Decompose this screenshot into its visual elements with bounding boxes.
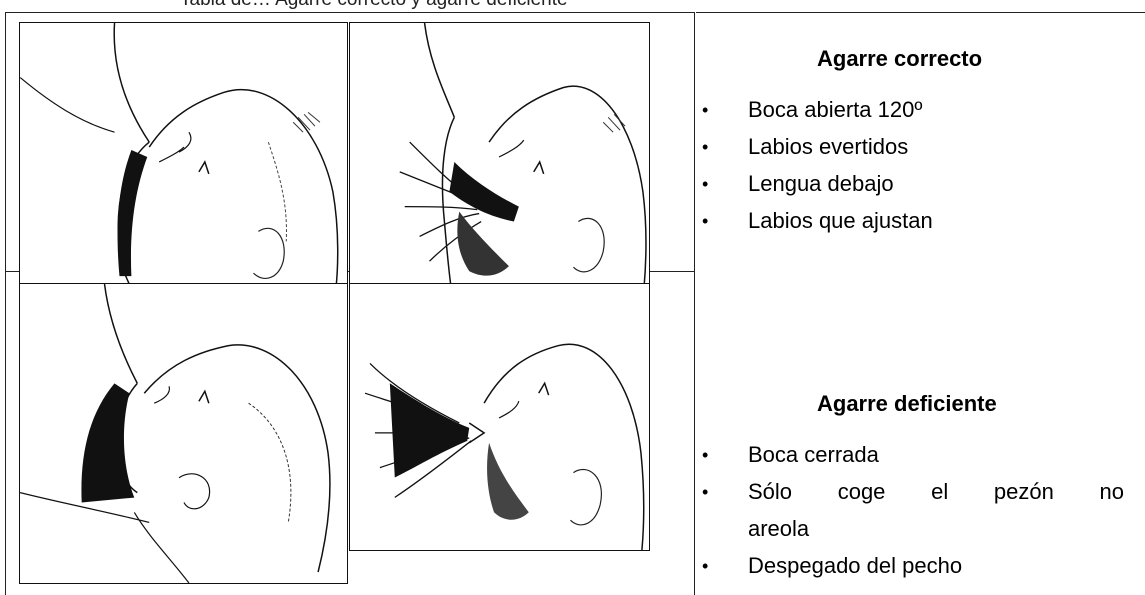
- illustration-deficient-latch-external: [19, 283, 348, 584]
- bullet-dot-icon: •: [702, 555, 708, 577]
- bullet-dot-icon: •: [702, 173, 708, 195]
- list-item: •Lengua debajo: [696, 173, 1126, 210]
- bullet-dot-icon: •: [702, 481, 708, 503]
- list-item: •Labios que ajustan: [696, 210, 1126, 247]
- illustration-correct-latch-external: [19, 22, 348, 290]
- baby-breastfeeding-drawing: [20, 23, 347, 289]
- correct-latch-title: Agarre correcto: [817, 46, 982, 72]
- latch-description-column: Agarre correcto •Boca abierta 120º •Labi…: [696, 12, 1145, 595]
- illustration-correct-latch-section: [349, 22, 650, 290]
- list-item: •Despegado del pecho: [696, 555, 1126, 592]
- bullet-dot-icon: •: [702, 444, 708, 466]
- list-item: •Boca abierta 120º: [696, 99, 1126, 136]
- list-item: •Boca cerrada: [696, 444, 1126, 481]
- illustration-deficient-latch-section: [349, 283, 650, 551]
- bullet-dot-icon: •: [702, 210, 708, 232]
- list-item: •Labios evertidos: [696, 136, 1126, 173]
- deficient-latch-title: Agarre deficiente: [817, 391, 997, 417]
- bullet-dot-icon: •: [702, 136, 708, 158]
- correct-latch-list: •Boca abierta 120º •Labios evertidos •Le…: [696, 99, 1126, 247]
- bullet-dot-icon: •: [702, 99, 708, 121]
- breast-cross-section-drawing: [350, 23, 649, 289]
- breast-cross-section-drawing: [350, 284, 649, 550]
- baby-breastfeeding-drawing: [20, 284, 347, 583]
